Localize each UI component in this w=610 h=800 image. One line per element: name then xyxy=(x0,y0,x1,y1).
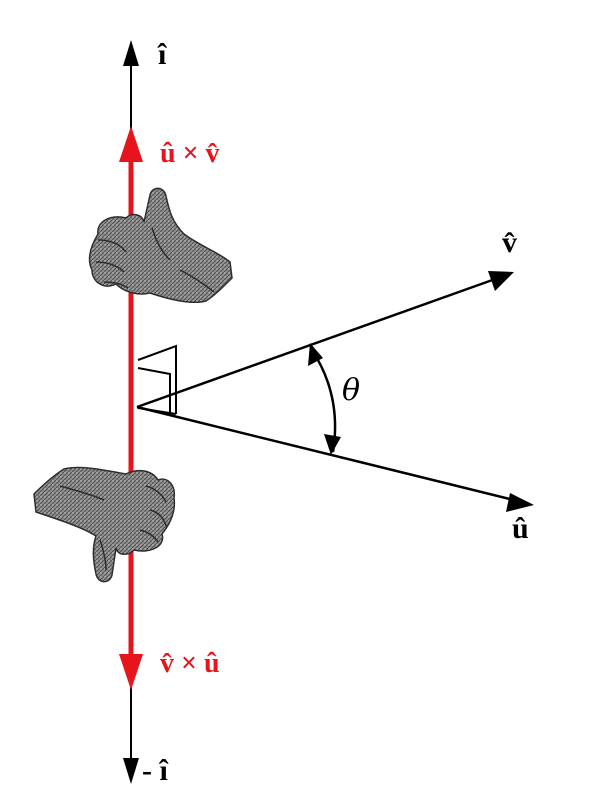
i-axis-arrowhead-bottom xyxy=(123,758,139,784)
i-axis-arrowhead-top xyxy=(123,40,139,66)
minus-i-hat-label: - î xyxy=(142,754,168,787)
thumbs-down-hand-icon xyxy=(33,466,176,583)
u-hat-label: û xyxy=(512,512,529,545)
i-hat-label: î xyxy=(157,38,167,71)
v-hat-label: v̂ xyxy=(502,226,517,259)
theta-arrowhead-bottom xyxy=(324,434,341,455)
v-vector xyxy=(136,271,514,409)
v-cross-u-label: v̂ × û xyxy=(160,648,220,679)
v-arrowhead xyxy=(488,271,514,291)
u-vector xyxy=(136,405,534,512)
v-cross-u-arrowhead xyxy=(119,654,143,690)
theta-arrowhead-top xyxy=(308,343,323,366)
u-cross-v-arrowhead xyxy=(119,126,143,162)
theta-arc xyxy=(308,343,341,455)
u-arrowhead xyxy=(506,493,534,512)
u-cross-v-label: û × v̂ xyxy=(160,138,220,169)
theta-label: θ xyxy=(342,373,360,408)
thumbs-up-hand-icon xyxy=(88,187,233,304)
